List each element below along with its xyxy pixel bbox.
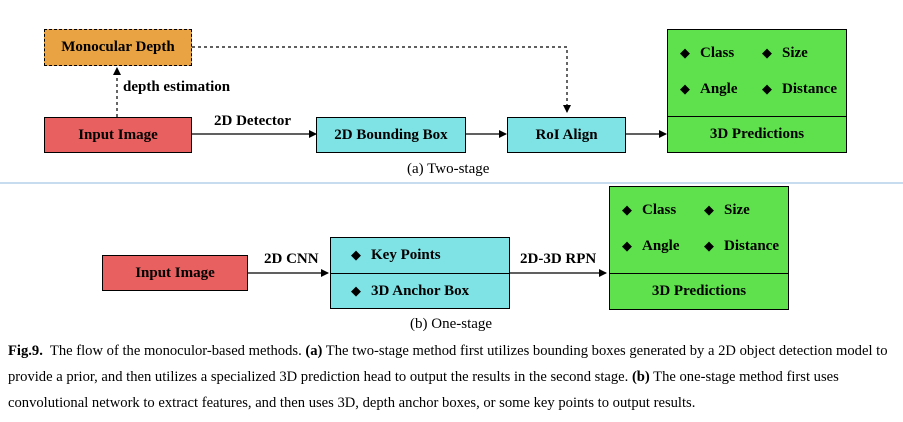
diamond-bullet-icon: ◆: [762, 81, 772, 96]
pred-item-size: ◆Size: [704, 202, 750, 218]
diamond-bullet-icon: ◆: [622, 238, 632, 253]
depth-estimation-label: depth estimation: [123, 79, 231, 95]
input-image-box-one-stage: Input Image: [102, 255, 248, 291]
input-image-box: Input Image: [44, 117, 192, 153]
input-image-label: Input Image: [78, 126, 158, 143]
anchor-box-item: ◆3D Anchor Box: [351, 283, 470, 299]
caption-a-label: (a): [305, 343, 323, 359]
diamond-bullet-icon: ◆: [704, 202, 714, 217]
diamond-bullet-icon: ◆: [762, 45, 772, 60]
detector-label: 2D Detector: [214, 113, 292, 129]
cnn-label: 2D CNN: [264, 251, 319, 267]
diamond-bullet-icon: ◆: [704, 238, 714, 253]
monocular-depth-label: Monocular Depth: [61, 39, 175, 55]
caption-two-stage-text: The two-stage method first utilizes boun…: [8, 343, 888, 385]
diamond-bullet-icon: ◆: [351, 247, 361, 262]
bounding-box-label: 2D Bounding Box: [334, 126, 448, 143]
diamond-bullet-icon: ◆: [622, 202, 632, 217]
pred-item-distance: ◆Distance: [762, 81, 837, 97]
pred-item-class: ◆Class: [622, 202, 677, 218]
figure-label: Fig.9.: [8, 343, 43, 359]
predictions-divider: [668, 116, 846, 117]
key-points-item: ◆Key Points: [351, 247, 441, 263]
caption-b-label: (b): [631, 369, 650, 385]
predictions-box-two-stage: ◆Class ◆Size ◆Angle ◆Distance 3D Predict…: [667, 29, 847, 153]
pred-item-angle: ◆Angle: [622, 238, 680, 254]
predictions-title: 3D Predictions: [651, 283, 747, 299]
arrow-depth-to-roi: [192, 46, 571, 113]
pred-item-class: ◆Class: [680, 45, 735, 61]
input-image-label-one-stage: Input Image: [135, 264, 215, 281]
diamond-bullet-icon: ◆: [680, 81, 690, 96]
feature-divider: [331, 273, 509, 274]
predictions-divider: [610, 273, 788, 274]
section-divider: [0, 182, 903, 184]
predictions-box-one-stage: ◆Class ◆Size ◆Angle ◆Distance 3D Predict…: [609, 186, 789, 310]
roi-align-label: RoI Align: [535, 126, 598, 143]
rpn-label: 2D-3D RPN: [520, 251, 597, 267]
subcaption-one-stage: (b) One-stage: [410, 316, 493, 332]
pred-item-size: ◆Size: [762, 45, 808, 61]
monocular-depth-box: Monocular Depth: [44, 29, 192, 66]
diamond-bullet-icon: ◆: [680, 45, 690, 60]
caption-intro: The flow of the monoculor-based methods.: [49, 343, 302, 359]
figure-caption: Fig.9. The flow of the monoculor-based m…: [8, 338, 898, 416]
bounding-box-node: 2D Bounding Box: [316, 117, 466, 153]
diamond-bullet-icon: ◆: [351, 283, 361, 298]
caption-one-stage-text: The one-stage method first uses convolut…: [8, 369, 839, 411]
roi-align-node: RoI Align: [507, 117, 626, 153]
predictions-title: 3D Predictions: [709, 126, 805, 142]
subcaption-two-stage: (a) Two-stage: [407, 161, 490, 177]
feature-box: ◆Key Points ◆3D Anchor Box: [330, 237, 510, 309]
pred-item-distance: ◆Distance: [704, 238, 779, 254]
pred-item-angle: ◆Angle: [680, 81, 738, 97]
